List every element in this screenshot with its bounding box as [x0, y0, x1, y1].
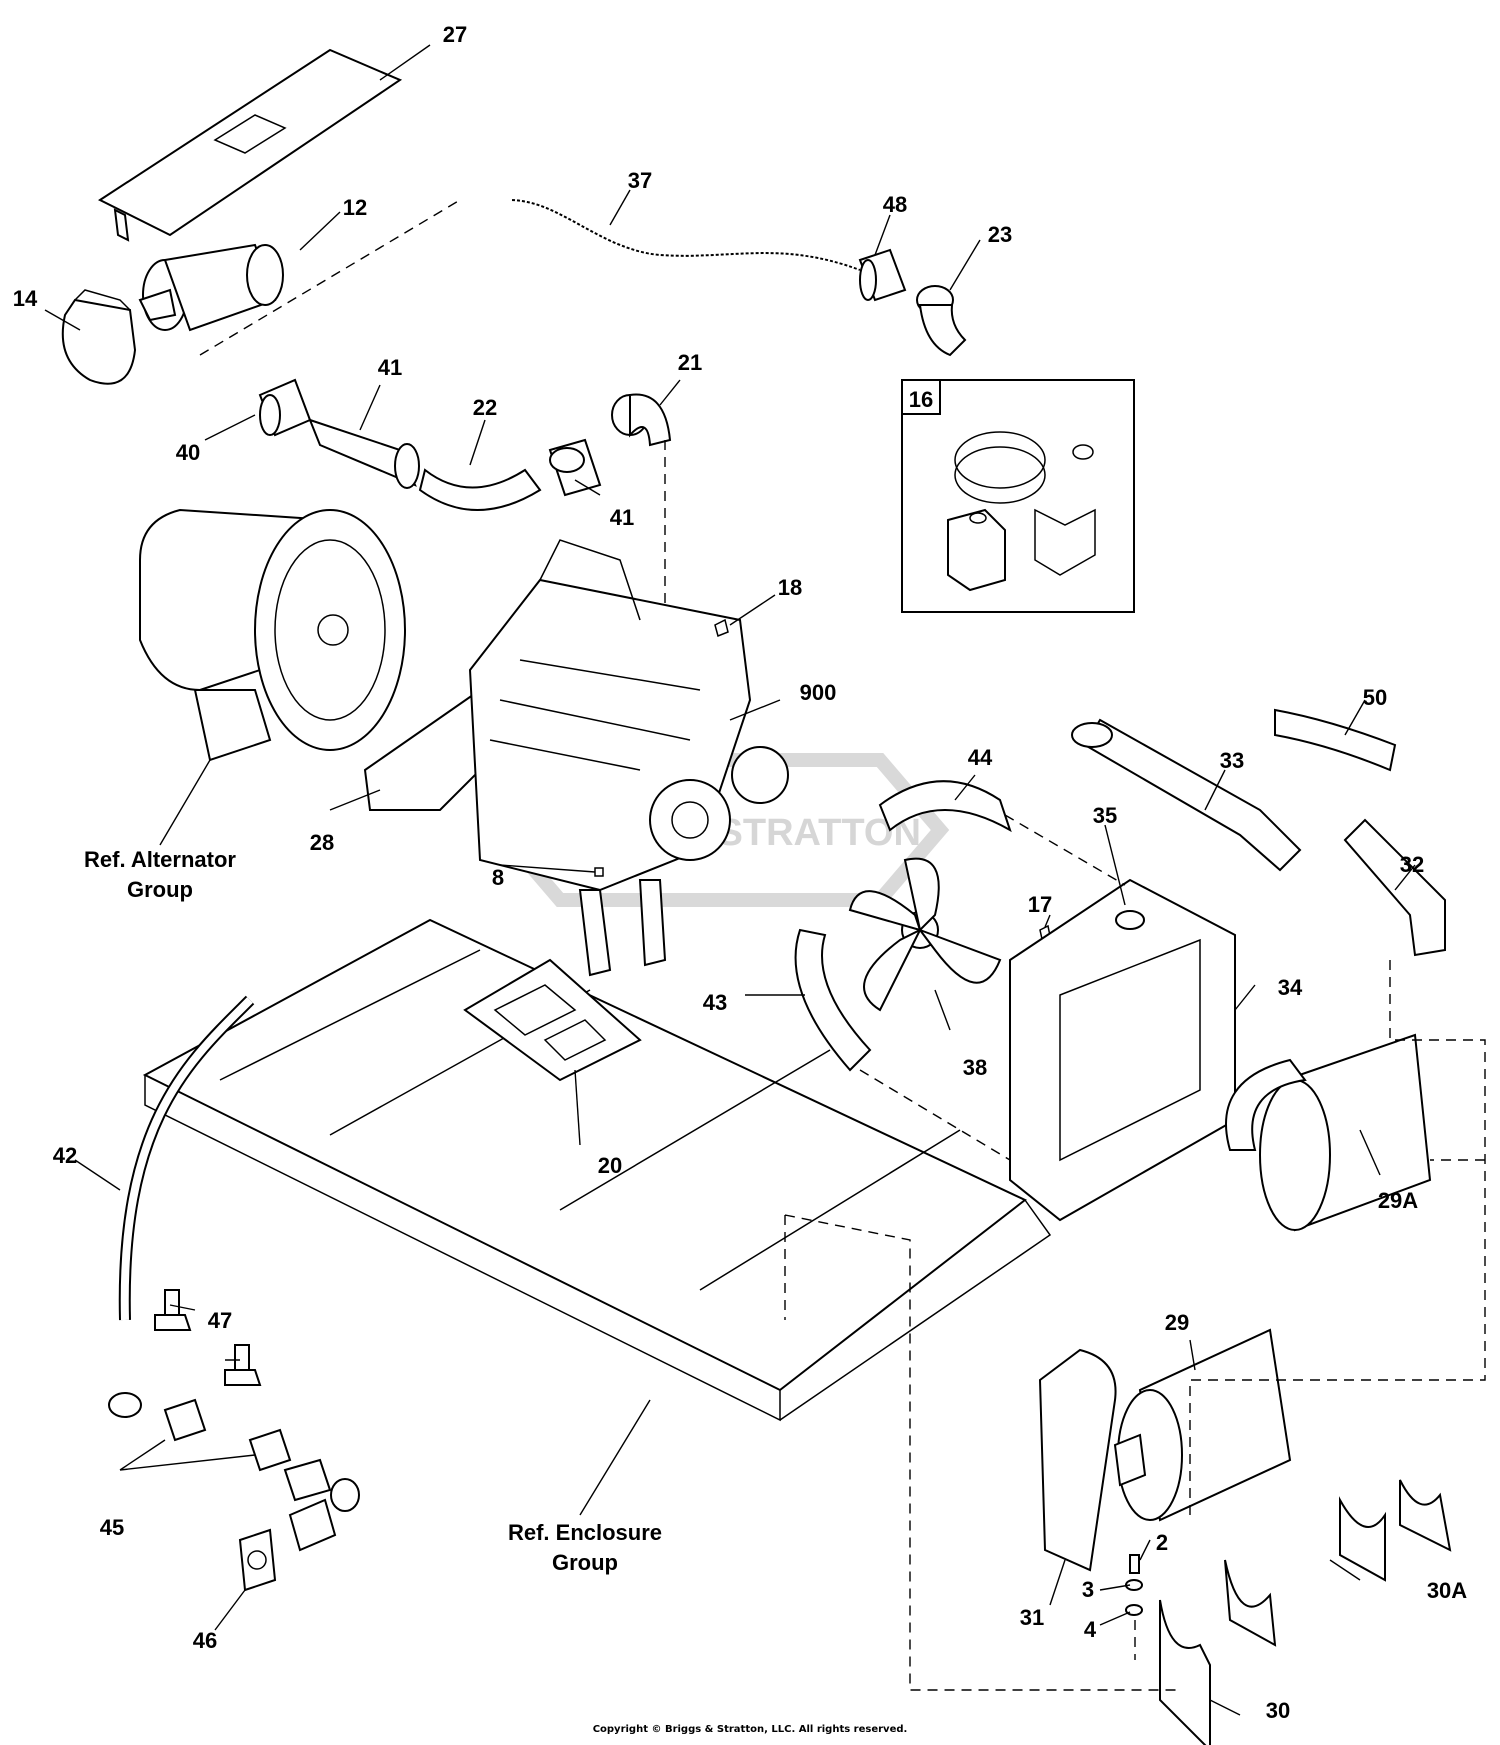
callout-45: 45: [100, 1515, 124, 1540]
callout-43: 43: [703, 990, 727, 1015]
part-41-tube-b: [548, 438, 602, 497]
callout-34: 34: [1278, 975, 1303, 1000]
part-30A-brackets: [1339, 1479, 1452, 1582]
copyright-footer: Copyright © Briggs & Stratton, LLC. All …: [592, 1724, 908, 1735]
part-33-exhaust-pipe: [1071, 718, 1302, 872]
callout-2: 2: [1156, 1530, 1168, 1555]
callout-27: 27: [443, 22, 467, 47]
callout-29: 29: [1165, 1310, 1189, 1335]
part-43-lower-hose: [794, 928, 872, 1072]
part-20-tray: [463, 958, 642, 1082]
callout-46: 46: [193, 1628, 217, 1653]
callout-44: 44: [968, 745, 993, 770]
callout-17: 17: [1028, 892, 1052, 917]
part-12-air-filter: [138, 243, 284, 332]
part-29A-muffler: [1225, 1033, 1432, 1232]
callout-3: 3: [1082, 1577, 1094, 1602]
callout-14: 14: [13, 286, 38, 311]
callout-900: 900: [800, 680, 837, 705]
part-23-elbow: [916, 285, 967, 357]
callout-30A: 30A: [1427, 1578, 1467, 1603]
callout-20: 20: [598, 1153, 622, 1178]
part-38-fan: [848, 857, 1002, 1012]
callout-38: 38: [963, 1055, 987, 1080]
part-14-clamp: [61, 289, 137, 385]
leader-lines: [44, 44, 1416, 1716]
callout-28: 28: [310, 830, 334, 855]
callout-16: 16: [909, 387, 933, 412]
part-48-coupler: [858, 248, 907, 302]
part-50-hose: [1274, 708, 1397, 772]
callout-37: 37: [628, 168, 652, 193]
callout-8: 8: [492, 865, 504, 890]
part-46-flange: [238, 1528, 277, 1592]
callout-40: 40: [176, 440, 200, 465]
callout-33: 33: [1220, 748, 1244, 773]
frame-enclosure: [142, 918, 1052, 1422]
part-2-bolt: [1129, 1554, 1140, 1574]
callout-12: 12: [343, 195, 367, 220]
alternator-group: [139, 508, 406, 762]
part-21-elbow: [611, 393, 672, 447]
callout-21: 21: [678, 350, 702, 375]
dashed-connectors: [199, 199, 1486, 1691]
callout-41b: 41: [610, 505, 634, 530]
part-28-plate: [363, 688, 492, 811]
ref-enclosure-line1: Ref. Enclosure: [508, 1520, 662, 1545]
part-22-bend: [418, 468, 542, 511]
callout-31: 31: [1020, 1605, 1044, 1630]
ref-alternator-line2: Group: [127, 877, 193, 902]
part-4-washer: [1125, 1604, 1143, 1616]
callout-42: 42: [53, 1143, 77, 1168]
part-32-pipe: [1343, 818, 1446, 957]
ref-enclosure-line2: Group: [552, 1550, 618, 1575]
callout-50: 50: [1363, 685, 1387, 710]
part-29-muffler: [1113, 1328, 1292, 1522]
callout-48: 48: [883, 192, 907, 217]
part-35-cap: [1115, 910, 1145, 930]
part-16-kit-box: [901, 379, 1135, 613]
part-45-fittings: [108, 1392, 360, 1552]
part-41-tube-a: [308, 418, 420, 489]
callout-labels: 27 12 14 37 48 23 40 41 22 41 21 16 18 9…: [13, 22, 1468, 1723]
part-900-engine: [468, 539, 789, 977]
part-44-upper-hose: [878, 780, 1012, 833]
ref-alternator-line1: Ref. Alternator: [84, 847, 236, 872]
callout-41a: 41: [378, 355, 402, 380]
callout-32: 32: [1400, 852, 1424, 877]
callout-47: 47: [208, 1308, 232, 1333]
part-37-flex-hose: [509, 192, 863, 278]
callout-30: 30: [1266, 1698, 1290, 1723]
part-34-radiator: [1009, 878, 1236, 1222]
callout-23: 23: [988, 222, 1012, 247]
callout-22: 22: [473, 395, 497, 420]
part-40-adapter: [258, 378, 312, 437]
part-27-top-panel: [97, 48, 403, 242]
callout-29A: 29A: [1378, 1188, 1418, 1213]
part-18-decal: [714, 618, 729, 638]
part-30-brackets: [1159, 1559, 1277, 1745]
part-47-valves: [154, 1289, 262, 1386]
callout-18: 18: [778, 575, 802, 600]
part-42-drain-hose: [118, 995, 255, 1321]
callout-4: 4: [1084, 1617, 1097, 1642]
part-31-heat-shield: [1038, 1348, 1117, 1572]
callout-35: 35: [1093, 803, 1117, 828]
